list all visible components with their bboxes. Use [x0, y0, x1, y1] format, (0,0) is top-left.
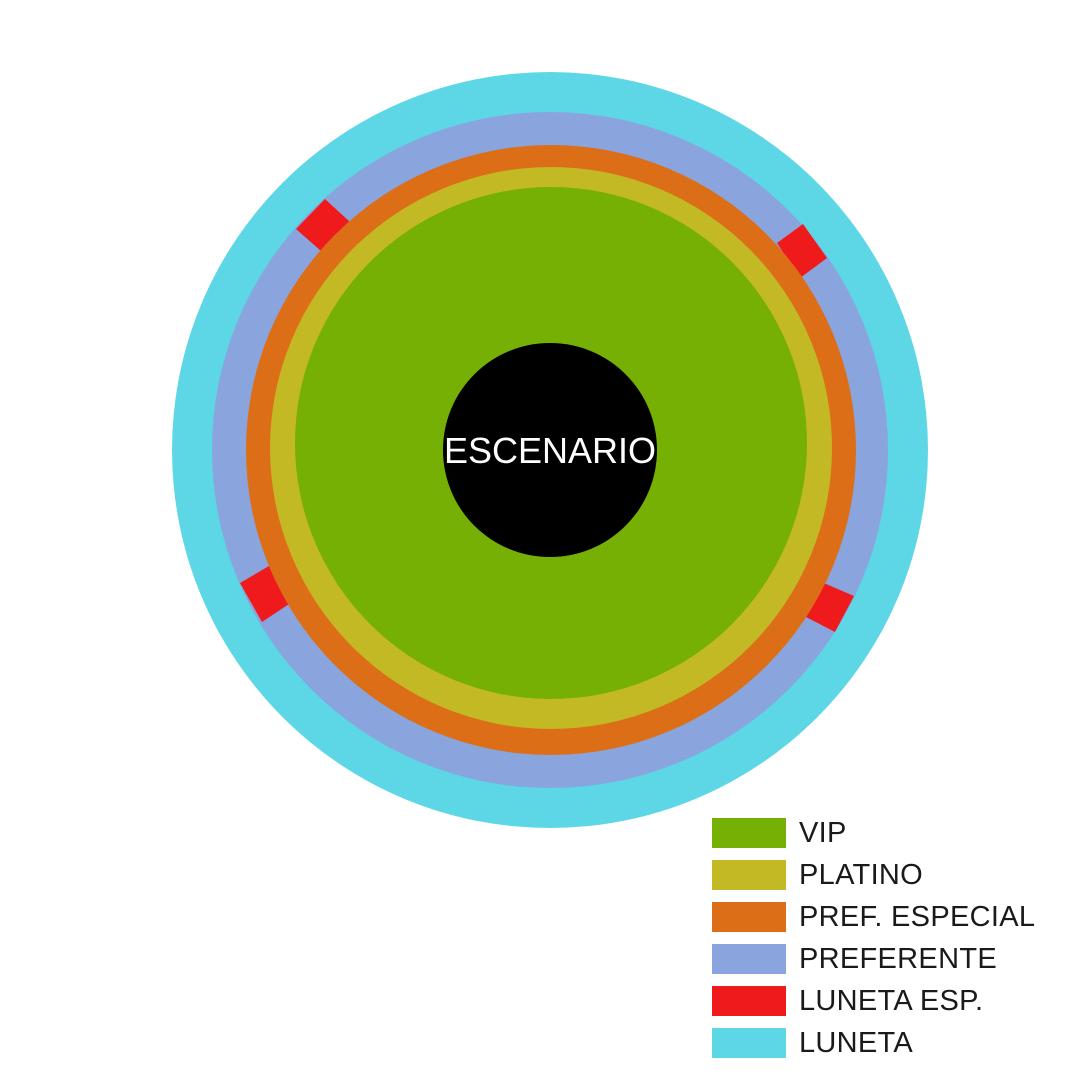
legend-item-platino: PLATINO: [712, 854, 1035, 896]
luneta-esp-block-top-right[interactable]: [777, 224, 827, 278]
legend-swatch-vip: [712, 818, 786, 848]
zone-luneta-esp[interactable]: [240, 199, 854, 632]
stage: [443, 343, 657, 557]
stage-label: ESCENARIO: [444, 430, 656, 471]
legend-item-luneta: LUNETA: [712, 1022, 1035, 1064]
legend-label-platino: PLATINO: [799, 858, 924, 891]
legend-item-luneta-esp: LUNETA ESP.: [712, 980, 1035, 1022]
legend-label-luneta-esp: LUNETA ESP.: [799, 984, 984, 1017]
legend-label-luneta: LUNETA: [799, 1026, 914, 1059]
legend-swatch-pref-especial: [712, 902, 786, 932]
legend-item-pref-especial: PREF. ESPECIAL: [712, 896, 1035, 938]
legend-label-pref-especial: PREF. ESPECIAL: [799, 900, 1036, 933]
legend-swatch-preferente: [712, 944, 786, 974]
legend-swatch-luneta: [712, 1028, 786, 1058]
legend-label-preferente: PREFERENTE: [799, 942, 997, 975]
legend-item-preferente: PREFERENTE: [712, 938, 1035, 980]
legend-swatch-luneta-esp: [712, 986, 786, 1016]
legend-swatch-platino: [712, 860, 786, 890]
legend-label-vip: VIP: [799, 816, 847, 849]
legend: VIP PLATINO PREF. ESPECIAL PREFERENTE LU…: [712, 812, 1035, 1064]
luneta-esp-block-bottom-left[interactable]: [240, 566, 289, 622]
luneta-esp-block-top-left[interactable]: [296, 199, 350, 251]
legend-item-vip: VIP: [712, 812, 1035, 854]
